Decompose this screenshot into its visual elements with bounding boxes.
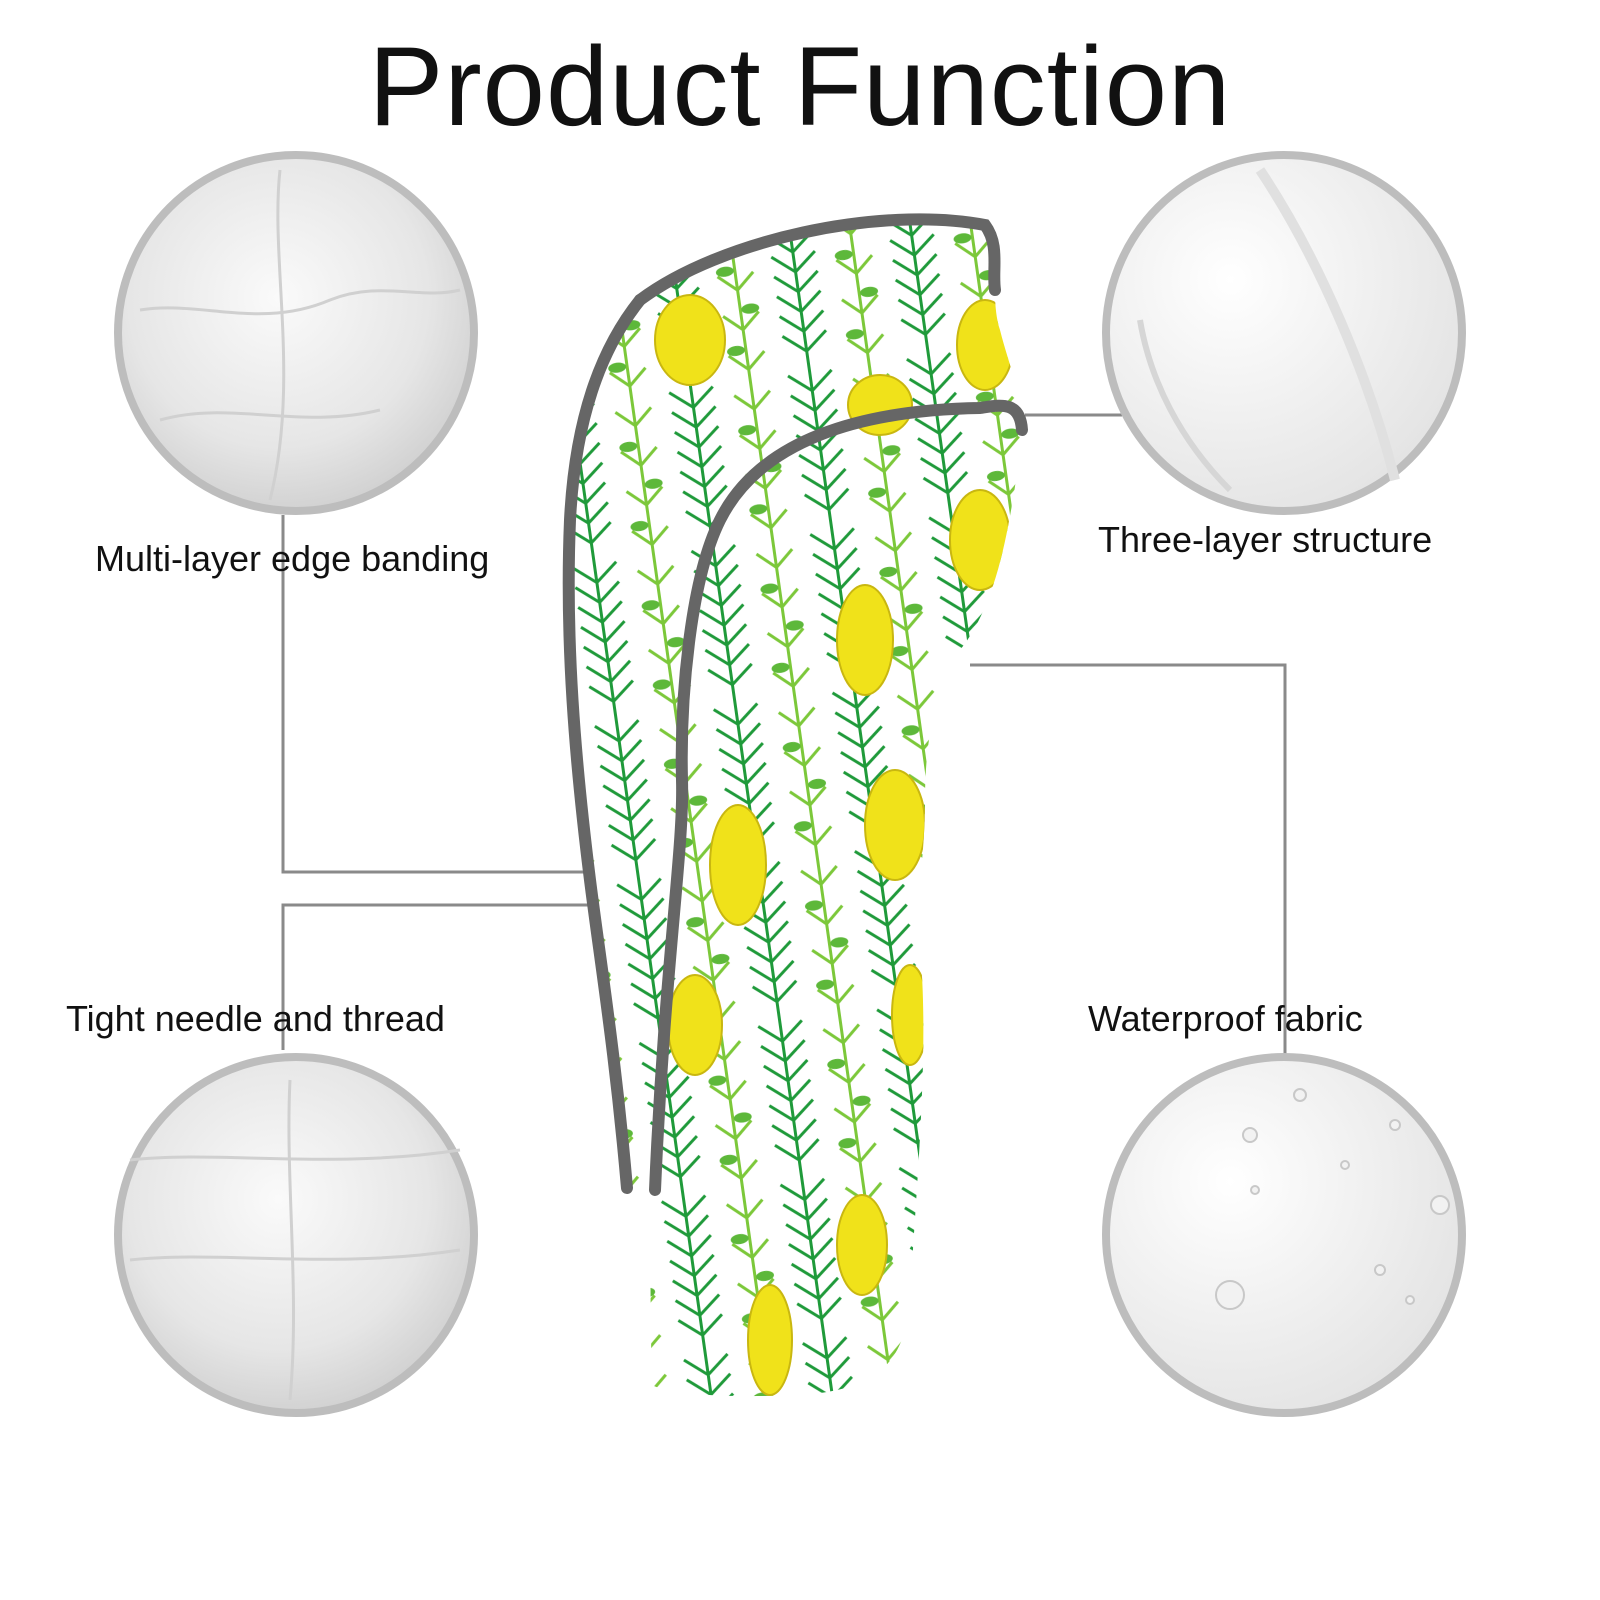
feature-label-waterproof: Waterproof fabric xyxy=(1088,998,1363,1039)
outer-piping xyxy=(634,213,1001,306)
connector-needle-thread xyxy=(281,903,597,1050)
connector-lines xyxy=(281,413,1287,1055)
inner-piping xyxy=(649,399,1028,1196)
detail-circle-edge-banding xyxy=(114,151,478,515)
water-droplets xyxy=(1215,1088,1450,1310)
left-piping xyxy=(562,294,646,1194)
page-title: Product Function xyxy=(368,24,1232,149)
detail-circle-needle-thread xyxy=(114,1053,478,1417)
detail-circle-waterproof xyxy=(1102,1053,1466,1417)
headcover-product-image xyxy=(562,213,1028,1397)
feature-label-three-layer: Three-layer structure xyxy=(1098,519,1433,560)
connector-edge-banding xyxy=(281,515,592,874)
feature-label-edge-banding: Multi-layer edge banding xyxy=(95,538,490,579)
feature-label-needle-thread: Tight needle and thread xyxy=(66,998,445,1039)
detail-circle-three-layer xyxy=(1102,151,1466,515)
connector-waterproof xyxy=(970,663,1287,1055)
